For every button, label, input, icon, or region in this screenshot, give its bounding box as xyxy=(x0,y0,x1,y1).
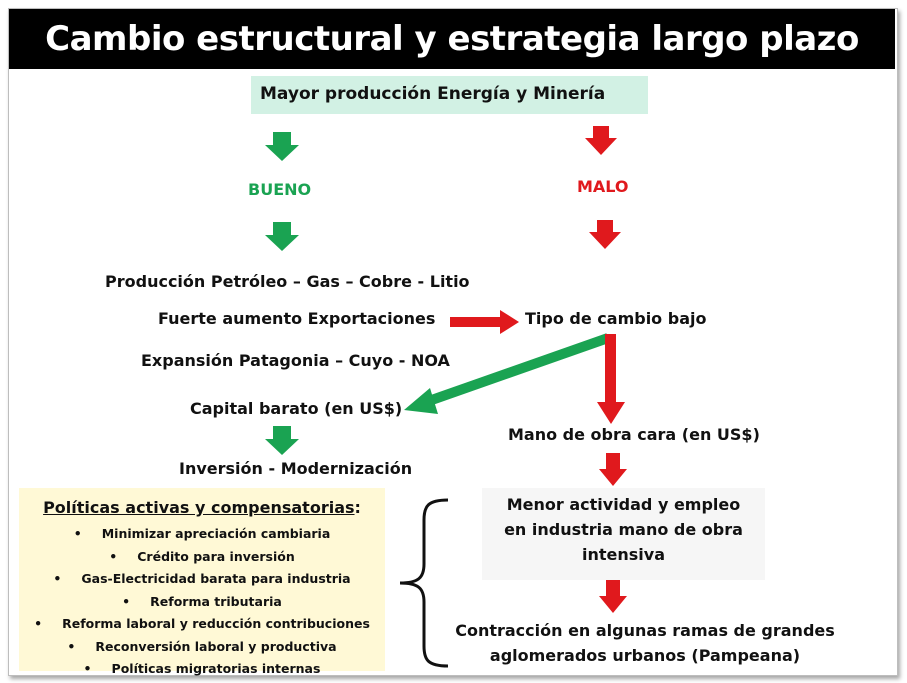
contraction-text: Contracción en algunas ramas de grandes … xyxy=(444,618,846,668)
policies-heading-suffix: : xyxy=(354,498,361,517)
bullet-icon: • xyxy=(83,661,92,676)
good-item-expansion: Expansión Patagonia – Cuyo - NOA xyxy=(141,351,450,370)
industry-line: intensiva xyxy=(582,545,665,564)
contraction-line: aglomerados urbanos (Pampeana) xyxy=(489,646,801,665)
policy-item-label: Minimizar apreciación cambiaria xyxy=(101,526,331,541)
policy-item-label: Gas-Electricidad barata para industria xyxy=(81,571,351,586)
list-item: • Gas-Electricidad barata para industria xyxy=(19,568,385,591)
good-label: BUENO xyxy=(248,180,312,199)
red-down-arrow-icon xyxy=(589,220,621,249)
green-down-arrow-icon xyxy=(265,426,299,455)
bad-item-exchange-rate: Tipo de cambio bajo xyxy=(525,309,707,328)
bullet-icon: • xyxy=(67,638,76,654)
list-item: • Reforma tributaria xyxy=(19,591,385,614)
good-item-exports: Fuerte aumento Exportaciones xyxy=(158,309,436,328)
bad-item-labor-cost: Mano de obra cara (en US$) xyxy=(508,425,760,444)
industry-impact-box: Menor actividad y empleo en industria ma… xyxy=(482,488,765,580)
industry-line: en industria mano de obra xyxy=(504,520,743,539)
bullet-icon: • xyxy=(53,571,62,586)
red-down-arrow-icon xyxy=(597,334,625,424)
list-item: • Políticas migratorias internas xyxy=(19,658,385,681)
red-down-arrow-icon xyxy=(599,580,627,613)
bullet-icon: • xyxy=(34,616,43,631)
green-diagonal-arrow-icon xyxy=(404,333,610,414)
policy-item-label: Reforma laboral y reducción contribucion… xyxy=(62,616,370,631)
green-down-arrow-icon xyxy=(265,222,299,251)
bullet-icon: • xyxy=(73,526,82,541)
policy-item-label: Reconversión laboral y productiva xyxy=(95,638,337,654)
green-down-arrow-icon xyxy=(265,132,299,161)
policies-box: Políticas activas y compensatorias: • Min… xyxy=(19,488,385,676)
good-item-production: Producción Petróleo – Gas – Cobre - Liti… xyxy=(105,272,470,291)
red-right-arrow-icon xyxy=(450,310,519,334)
bullet-icon: • xyxy=(109,548,118,564)
list-item: • Minimizar apreciación cambiaria xyxy=(19,523,385,546)
red-down-arrow-icon xyxy=(599,453,627,486)
list-item: • Crédito para inversión xyxy=(19,546,385,569)
title-bar: Cambio estructural y estrategia largo pl… xyxy=(9,9,895,69)
top-box-label: Mayor producción Energía y Minería xyxy=(260,84,606,104)
bullet-icon: • xyxy=(122,593,131,609)
policy-item-label: Crédito para inversión xyxy=(137,548,295,564)
policies-heading: Políticas activas y compensatorias: xyxy=(19,498,385,517)
bad-label: MALO xyxy=(577,177,629,196)
policies-list: • Minimizar apreciación cambiaria • Crédit… xyxy=(19,523,385,681)
list-item: • Reconversión laboral y productiva xyxy=(19,636,385,659)
policy-item-label: Reforma tributaria xyxy=(150,593,282,609)
curly-brace-icon xyxy=(399,498,449,668)
top-box: Mayor producción Energía y Minería xyxy=(251,76,648,114)
policy-item-label: Políticas migratorias internas xyxy=(111,661,321,676)
page-title: Cambio estructural y estrategia largo pl… xyxy=(45,19,859,59)
industry-impact-text: Menor actividad y empleo en industria ma… xyxy=(482,492,765,567)
good-item-investment: Inversión - Modernización xyxy=(179,459,413,478)
red-down-arrow-icon xyxy=(585,126,617,155)
list-item: • Reforma laboral y reducción contribucio… xyxy=(19,613,385,636)
industry-line: Menor actividad y empleo xyxy=(506,495,741,514)
policies-heading-text: Políticas activas y compensatorias xyxy=(43,498,355,517)
good-item-capital: Capital barato (en US$) xyxy=(190,399,403,418)
contraction-line: Contracción en algunas ramas de grandes xyxy=(455,621,835,640)
